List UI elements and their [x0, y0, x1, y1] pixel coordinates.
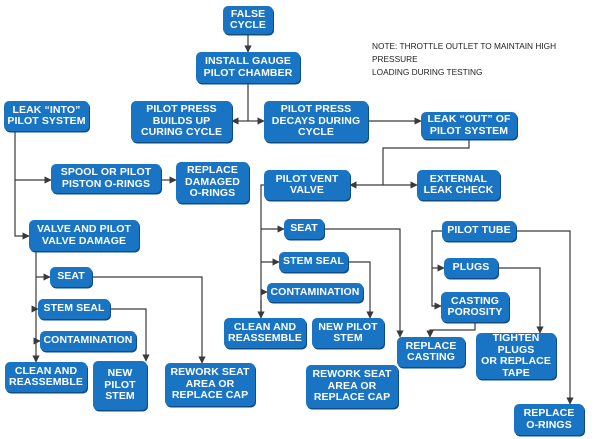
- node-external-leak: EXTERNAL LEAK CHECK: [417, 170, 500, 200]
- node-replace-damaged: REPLACE DAMAGED O-RINGS: [176, 162, 249, 203]
- node-clean-reassemble-right: CLEAN AND REASSEMBLE: [224, 318, 306, 348]
- node-pilot-press-builds: PILOT PRESS BUILDS UP CURING CYCLE: [131, 101, 232, 142]
- connector-27: [516, 230, 574, 405]
- node-seat-left: SEAT: [50, 267, 92, 287]
- connector-5: [382, 139, 470, 185]
- connector-22: [92, 276, 206, 364]
- node-leak-into: LEAK “INTO” PILOT SYSTEM: [4, 101, 89, 131]
- node-replace-orings: REPLACE O-RINGS: [514, 404, 584, 435]
- node-contamination-left: CONTAMINATION: [40, 331, 136, 351]
- node-replace-casting: REPLACE CASTING: [397, 337, 465, 367]
- node-stem-seal-right: STEM SEAL: [279, 252, 348, 272]
- node-spool-pilot: SPOOL OR PILOT PISTON O-RINGS: [51, 164, 161, 193]
- connector-11: [260, 184, 264, 340]
- node-stem-seal-left: STEM SEAL: [38, 299, 110, 319]
- node-clean-reassemble-left: CLEAN AND REASSEMBLE: [5, 362, 87, 392]
- node-false-cycle: FALSE CYCLE: [223, 6, 273, 34]
- node-casting-porosity: CASTING POROSITY: [441, 292, 509, 322]
- node-valve-pilot-damage: VALVE AND PILOT VALVE DAMAGE: [29, 220, 139, 251]
- node-rework-seat-left: REWORK SEAT AREA OR REPLACE CAP: [165, 363, 255, 406]
- connector-29: [426, 322, 476, 338]
- connector-17: [324, 228, 404, 338]
- node-new-pilot-stem-right: NEW PILOT STEM: [312, 318, 384, 348]
- connector-16: [348, 261, 374, 319]
- node-leak-out: LEAK “OUT” OF PILOT SYSTEM: [421, 112, 517, 139]
- node-pilot-press-decays: PILOT PRESS DECAYS DURING CYCLE: [264, 101, 368, 142]
- connector-28: [498, 267, 544, 334]
- connector-8: [14, 131, 30, 240]
- testing-note: NOTE: THROTTLE OUTLET TO MAINTAIN HIGH P…: [372, 41, 557, 77]
- node-tighten-plugs: TIGHTEN PLUGS OR REPLACE TAPE: [476, 332, 556, 379]
- node-pilot-tube: PILOT TUBE: [442, 221, 516, 241]
- node-install-gauge: INSTALL GAUGE PILOT CHAMBER: [196, 52, 300, 83]
- node-rework-seat-right: REWORK SEAT AREA OR REPLACE CAP: [306, 365, 398, 408]
- node-contamination-right: CONTAMINATION: [267, 283, 363, 302]
- node-seat-right: SEAT: [284, 219, 324, 239]
- node-new-pilot-stem-left: NEW PILOT STEM: [93, 361, 147, 410]
- node-pilot-vent: PILOT VENT VALVE: [264, 170, 350, 200]
- node-plugs: PLUGS: [444, 258, 498, 278]
- connector-23: [110, 308, 150, 362]
